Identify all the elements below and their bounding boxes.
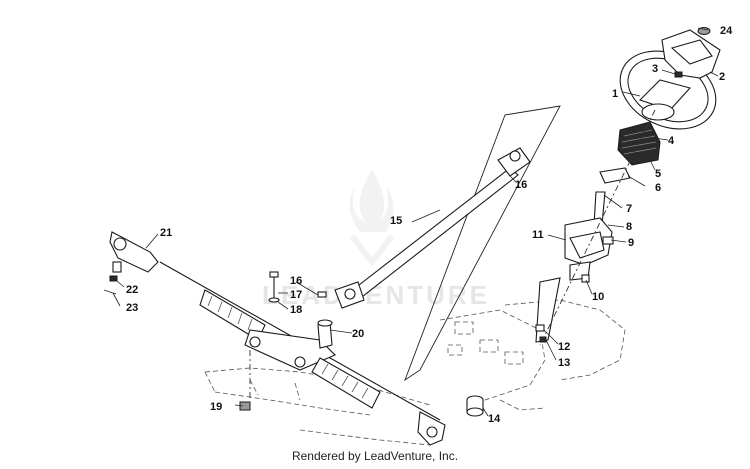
- callout-6: 6: [655, 182, 661, 194]
- callout-12: 12: [558, 341, 570, 353]
- callout-8: 8: [626, 221, 632, 233]
- steering-column: [535, 191, 614, 343]
- callout-16-upper: 16: [515, 179, 527, 191]
- callout-20: 20: [352, 328, 364, 340]
- callout-24: 24: [720, 25, 733, 37]
- callout-11: 11: [532, 229, 544, 241]
- wheel-cover: [661, 29, 721, 79]
- callout-13: 13: [558, 357, 570, 369]
- callout-2: 2: [719, 71, 725, 83]
- callout-16-lower: 16: [290, 275, 302, 287]
- emblem-24: [697, 27, 711, 35]
- bolt-16: [317, 291, 327, 298]
- callout-14: 14: [488, 413, 501, 425]
- callout-4: 4: [668, 135, 675, 147]
- leader-lines: [112, 27, 719, 417]
- washer-18: [268, 297, 280, 303]
- nut-22: [109, 275, 118, 282]
- footer-credit: Rendered by LeadVenture, Inc.: [291, 449, 459, 463]
- bushing-14: [466, 395, 484, 417]
- callout-18: 18: [290, 304, 302, 316]
- callout-7: 7: [626, 203, 632, 215]
- floor-frame-right: [439, 299, 626, 411]
- steering-rack: [159, 261, 446, 446]
- callout-15: 15: [390, 215, 402, 227]
- callout-23: 23: [126, 302, 138, 314]
- washer-12: [535, 324, 545, 332]
- assembly-bracket-box: [404, 105, 561, 382]
- bolt-17: [269, 271, 279, 298]
- callout-9: 9: [628, 237, 634, 249]
- column-centerline: [539, 109, 656, 346]
- callout-10: 10: [592, 291, 604, 303]
- callout-19: 19: [210, 401, 222, 413]
- callout-22: 22: [126, 284, 138, 296]
- callout-3: 3: [652, 63, 658, 75]
- bolt-19: [239, 350, 251, 411]
- cotter-pin-23: [103, 289, 117, 295]
- nut-3: [674, 71, 683, 78]
- tie-rod-end-left: [109, 231, 159, 273]
- floor-frame-left: [204, 367, 431, 446]
- callout-1: 1: [612, 88, 618, 100]
- leadventure-logo-icon: [349, 170, 395, 267]
- callout-5: 5: [655, 168, 661, 180]
- callout-21: 21: [160, 227, 172, 239]
- steering-wheel: [619, 50, 717, 130]
- callout-17: 17: [290, 289, 302, 301]
- spacer-6: [599, 167, 631, 184]
- intermediate-shaft: [334, 147, 531, 309]
